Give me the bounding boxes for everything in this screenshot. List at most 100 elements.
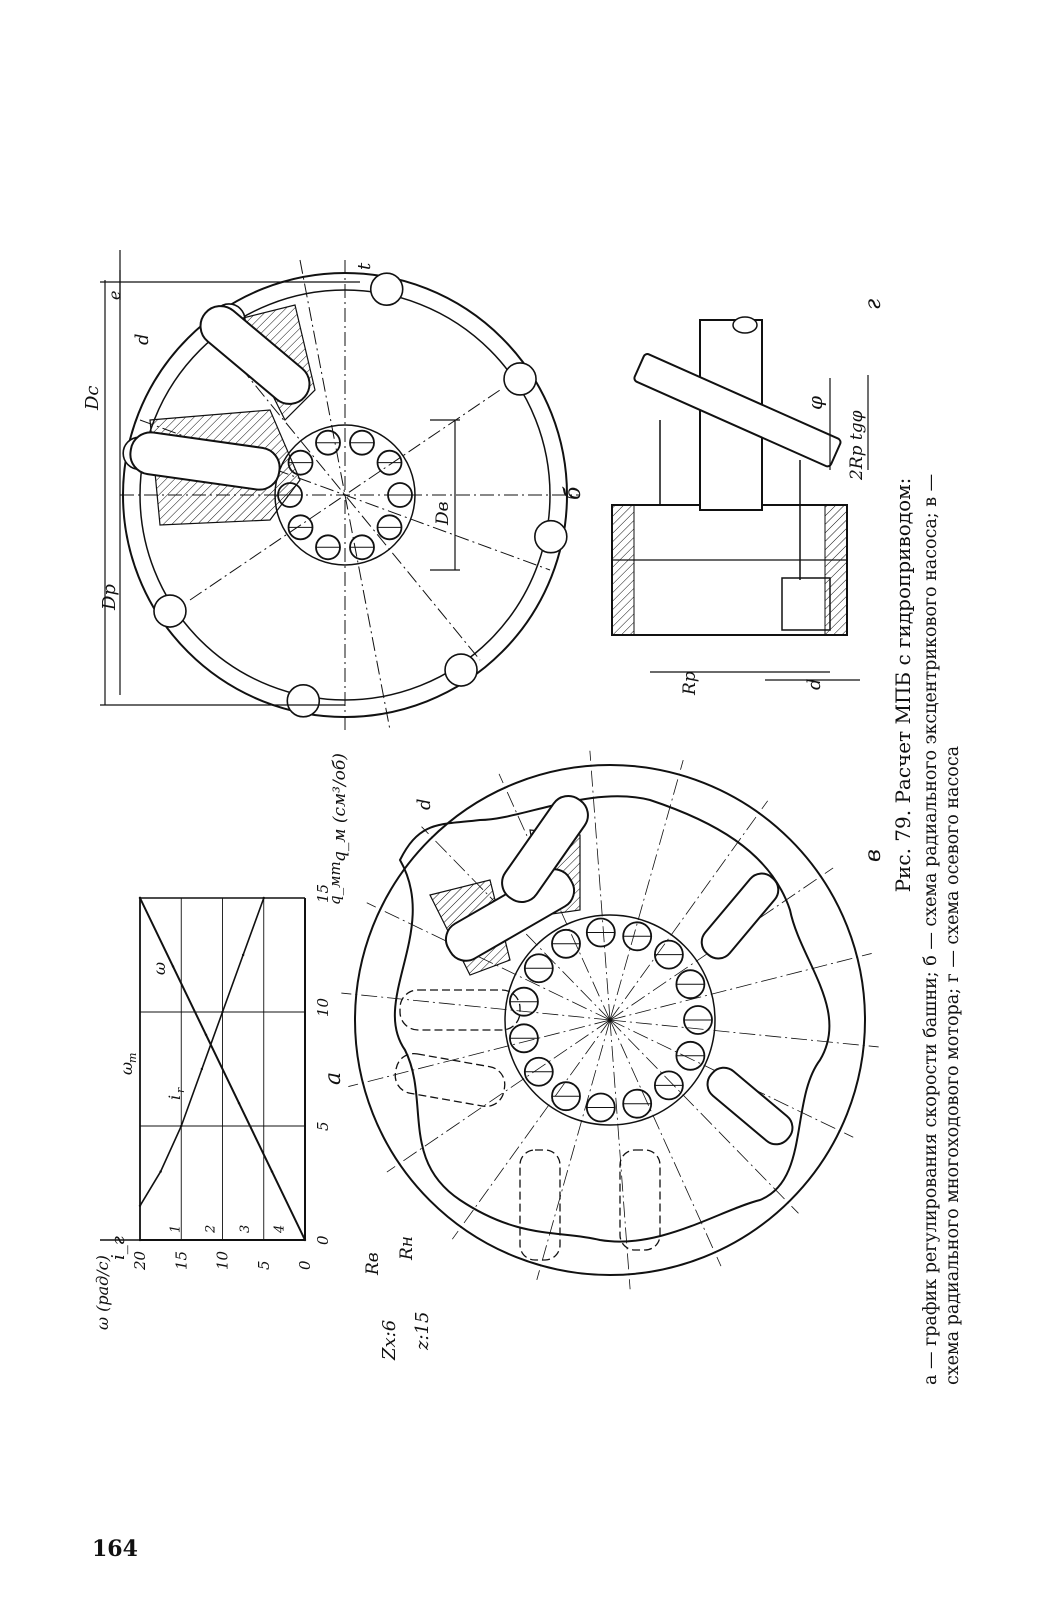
- page-number: 164: [92, 1536, 138, 1562]
- ir-tick-label-4: 4: [273, 1225, 288, 1234]
- data-point-0-3: [204, 1033, 208, 1037]
- pistons: [129, 305, 311, 491]
- label-t: t: [354, 262, 375, 270]
- series-line-1: [139, 897, 265, 1207]
- data-point-0-4: [171, 965, 175, 968]
- label-z: z:15: [412, 1312, 433, 1351]
- ir-tick-labels: 1 2 3 4: [169, 1225, 288, 1234]
- y-axis-label-right: i_г: [108, 1236, 129, 1260]
- swash-plate: [633, 353, 842, 468]
- panel-label-g: г: [861, 299, 886, 310]
- rim-roller: [534, 519, 568, 554]
- x-axis-secondary-label: q_мт: [326, 861, 344, 905]
- panel-label-a: а: [321, 1072, 346, 1085]
- radial-ray: [341, 992, 611, 1021]
- label-e: е: [105, 291, 124, 300]
- y-tick-labels: 0 5 10 15 20: [131, 1250, 314, 1271]
- label-d-v: d: [414, 798, 435, 810]
- label-d-g: d: [804, 678, 825, 690]
- ir-tick-label-2: 2: [203, 1225, 218, 1234]
- data-point-0-1: [270, 1170, 274, 1173]
- radial-ray: [386, 1019, 611, 1173]
- rotor-hub: [504, 914, 716, 1126]
- radial-ray: [536, 1019, 611, 1280]
- x-axis-label: q_м (см³/об): [330, 753, 350, 862]
- label-d-b: d: [132, 333, 153, 345]
- label-Rv: Rв: [363, 1252, 383, 1276]
- caption-line-2: схема радиального многоходового мотора; …: [943, 745, 963, 1385]
- series-label-omega-m-sub: m: [126, 1053, 139, 1063]
- ir-tick-label-3: 3: [238, 1225, 253, 1233]
- motor-outer-ring: [354, 764, 866, 1276]
- dimension-lines: [100, 250, 460, 706]
- rim-roller: [369, 272, 404, 306]
- dimension-lines-g: [650, 375, 869, 681]
- radial-ray: [452, 1019, 611, 1240]
- block-hatch-left: [611, 504, 635, 636]
- radial-ray: [609, 953, 872, 1021]
- x-tick-label-15: 15: [314, 884, 332, 903]
- radial-multistroke-motor-drawing: Rв Rн Zх:6 z:15 d в: [341, 750, 886, 1361]
- radial-ray: [609, 1019, 631, 1290]
- rim-roller: [503, 362, 537, 396]
- piston-bore: [781, 577, 831, 631]
- radial-ray: [609, 1019, 722, 1267]
- series-line-0: [139, 897, 306, 1241]
- data-point-1-1: [159, 1170, 162, 1173]
- x-tick-label-10: 10: [314, 997, 332, 1017]
- label-stroke: 2Rр tgφ: [847, 410, 867, 481]
- data-point-2-1: [138, 896, 142, 900]
- cylinder-block: [611, 504, 848, 636]
- block-hatch-right: [824, 504, 848, 636]
- series-label-ir-sub: r: [174, 1087, 187, 1093]
- axial-pump-drawing: φ 2Rр tgφ Rр d г: [611, 299, 886, 696]
- panel-label-b: б: [561, 486, 586, 500]
- y-tick-label-15: 15: [172, 1251, 190, 1270]
- chart-series-group: [138, 896, 307, 1242]
- radial-ray: [609, 800, 768, 1021]
- label-Dp: Dр: [99, 584, 120, 611]
- data-point-0-2: [237, 1102, 241, 1105]
- data-point-0-0: [303, 1238, 307, 1242]
- panel-label-v: в: [861, 849, 886, 862]
- radial-ray: [589, 750, 611, 1021]
- rim-roller: [153, 594, 187, 628]
- data-point-1-5: [241, 953, 245, 957]
- rotor-ports: [509, 917, 713, 1123]
- caption-line-1: а — график регулирования скорости башни;…: [921, 473, 941, 1385]
- data-point-1-6: [262, 896, 265, 900]
- cam-profile: [393, 795, 831, 1243]
- series-label-ir: i: [165, 1095, 184, 1100]
- y-tick-label-5: 5: [255, 1260, 273, 1270]
- y-tick-label-0: 0: [296, 1260, 314, 1270]
- x-tick-label-5: 5: [314, 1121, 332, 1131]
- data-point-1-4: [221, 1010, 224, 1014]
- data-point-2-0: [138, 1238, 142, 1242]
- radial-ray: [609, 760, 684, 1021]
- radial-eccentric-pump-drawing: Dс Dр Dв d t е б: [82, 250, 586, 731]
- rim-roller: [286, 684, 321, 718]
- radial-ray: [609, 1019, 879, 1048]
- ir-tick-label-1: 1: [169, 1225, 184, 1233]
- x-tick-label-0: 0: [314, 1235, 332, 1245]
- rim-roller: [444, 653, 478, 687]
- x-tick-labels: 0 5 10 15: [314, 884, 332, 1245]
- radial-ray: [609, 1019, 799, 1214]
- series-label-omega-m: ω: [117, 1062, 136, 1075]
- label-phi: φ: [803, 396, 827, 410]
- motor-pistons: [444, 795, 794, 1146]
- series-label-omega: ω: [150, 962, 169, 975]
- data-point-1-2: [180, 1124, 183, 1128]
- y-tick-label-10: 10: [214, 1250, 232, 1270]
- hidden-pistons: [394, 989, 661, 1261]
- y-tick-label-20: 20: [131, 1250, 149, 1271]
- label-Dc: Dс: [82, 385, 103, 411]
- label-Rn: Rн: [397, 1236, 417, 1261]
- radial-ray: [348, 1019, 611, 1087]
- caption-title: Рис. 79. Расчет МПБ с гидроприводом:: [891, 477, 915, 893]
- label-Dv: Dв: [433, 501, 453, 526]
- label-zx: Zх:6: [379, 1320, 400, 1361]
- figure-caption: Рис. 79. Расчет МПБ с гидроприводом: а —…: [891, 0, 964, 1385]
